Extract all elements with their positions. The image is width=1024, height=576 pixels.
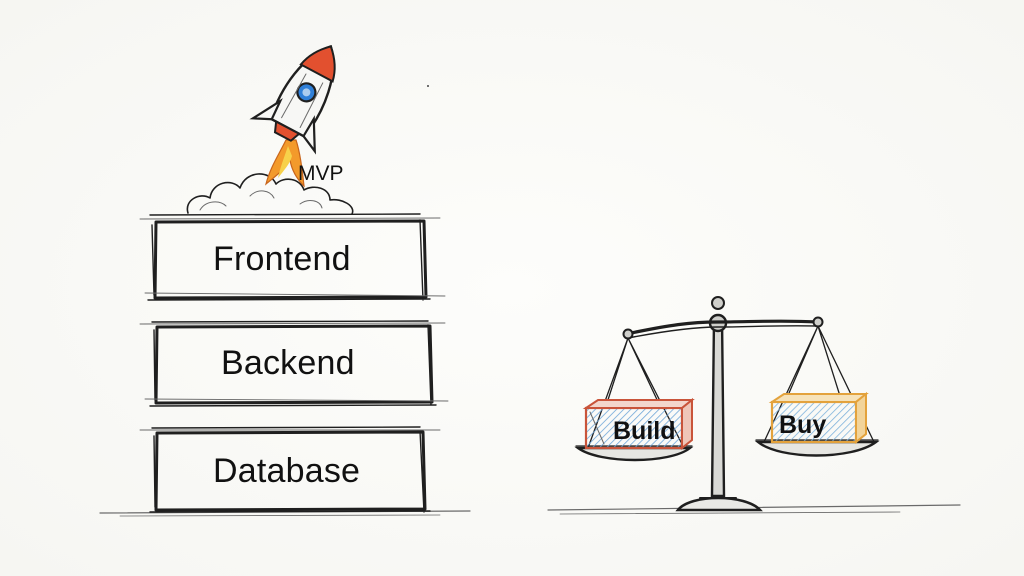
build-label: Build [613, 417, 676, 445]
smoke-cloud [186, 173, 354, 215]
database-label: Database [213, 452, 361, 490]
rocket-flame [264, 139, 305, 188]
backend-label: Backend [221, 344, 355, 382]
rocket [249, 44, 336, 155]
frontend-label: Frontend [213, 240, 351, 278]
buy-box [768, 391, 869, 445]
buy-label: Buy [779, 411, 827, 439]
frontend-layer-box [139, 213, 446, 301]
pencil-dot [427, 85, 429, 87]
build-box [582, 397, 695, 451]
balance-scale [547, 296, 961, 515]
database-layer-box [139, 426, 441, 513]
backend-layer-box [139, 320, 449, 407]
mvp-label: MVP [298, 162, 344, 185]
stack-ground-line-2 [119, 514, 441, 517]
